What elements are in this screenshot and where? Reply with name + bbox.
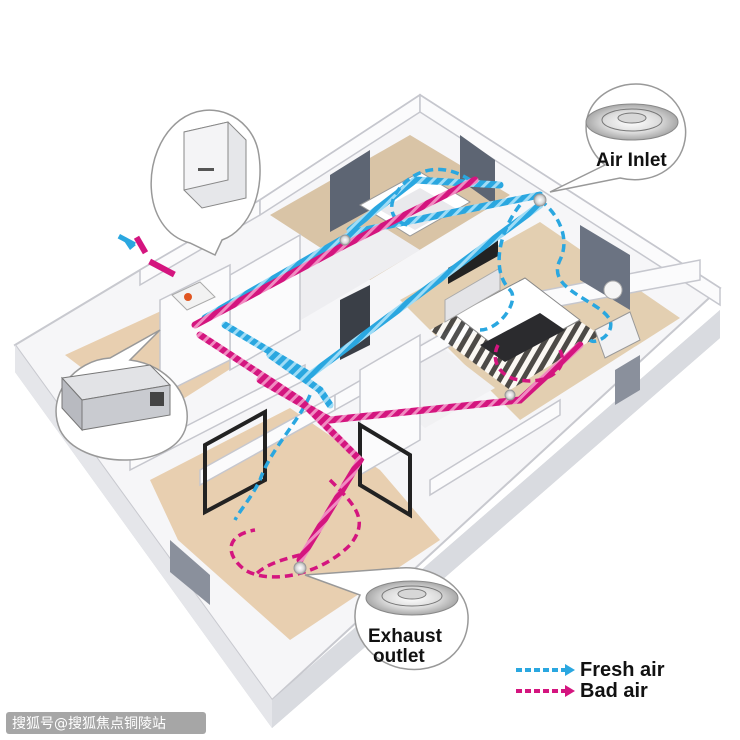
door-corridor	[340, 285, 370, 360]
arrow-out-pink	[148, 258, 176, 278]
windows	[170, 135, 640, 605]
legend-fresh-air-label: Fresh air	[580, 659, 665, 681]
utility-box	[171, 281, 216, 311]
master-bed-bench	[480, 313, 565, 362]
callout-unit-left	[55, 329, 188, 461]
callout-unit-top	[150, 109, 261, 257]
air-inlet-label: Air Inlet	[596, 150, 667, 171]
ventilation-unit-icon	[60, 364, 172, 432]
callout-exhaust: Exhaust outlet	[304, 566, 469, 671]
armchair	[594, 311, 641, 359]
window-front-left	[170, 540, 210, 605]
ventilation-unit-icon	[183, 121, 247, 209]
arrow-in-pink	[133, 235, 149, 255]
headboard	[444, 267, 501, 323]
exhaust-diffuser-living	[293, 561, 307, 575]
ceiling-diffuser-icon	[585, 103, 679, 141]
window-side	[615, 355, 640, 405]
legend: Fresh air Bad air	[516, 659, 665, 702]
tv	[448, 240, 498, 284]
watermark-text: 搜狐号@搜狐焦点铜陵站	[12, 716, 166, 732]
legend-fresh-air: Fresh air	[516, 659, 665, 681]
legend-bad-air: Bad air	[516, 680, 648, 702]
unit-indicator	[184, 293, 192, 301]
ceiling-diffuser-icon	[365, 580, 459, 616]
exhaust-diffuser-master	[504, 389, 516, 401]
exhaust-label-line1: Exhaust	[368, 626, 443, 647]
legend-bad-arrow	[565, 685, 575, 697]
lamp	[603, 280, 623, 300]
legend-bad-air-label: Bad air	[580, 680, 648, 702]
arrow-out-blue	[117, 234, 136, 247]
exhaust-label-line2: outlet	[373, 646, 425, 667]
door-living1	[203, 408, 267, 516]
watermark: 搜狐号@搜狐焦点铜陵站	[6, 712, 206, 734]
inlet-diffuser-bed1	[339, 234, 351, 246]
legend-fresh-arrow	[565, 664, 575, 676]
unit-arrows	[117, 234, 176, 278]
window-bedroom1	[330, 150, 370, 232]
fresh-air-flow	[233, 167, 613, 521]
callout-air-inlet: Air Inlet	[549, 83, 687, 193]
inlet-diffuser-master	[533, 193, 547, 207]
